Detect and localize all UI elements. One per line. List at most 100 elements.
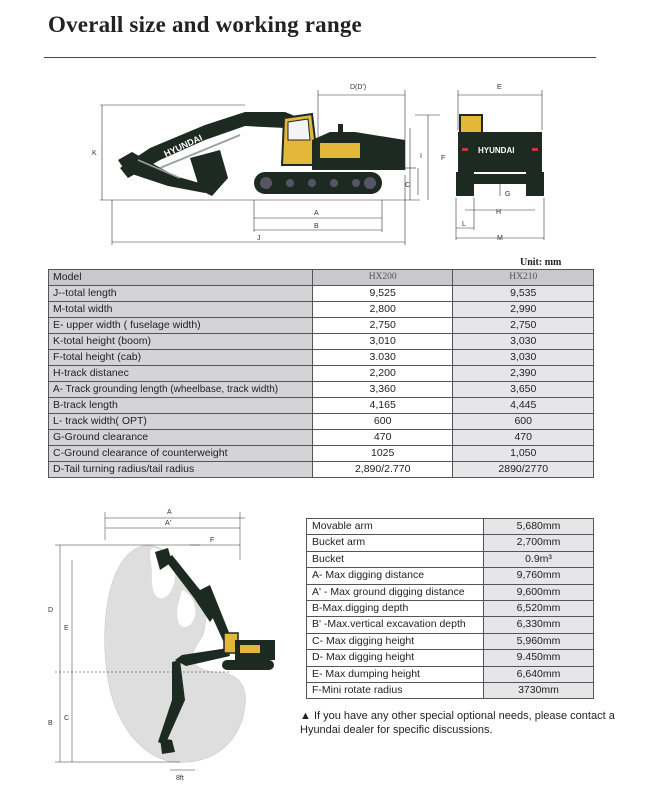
side-dimension-lines bbox=[100, 90, 440, 245]
spec-value-hx210: 600 bbox=[452, 413, 594, 430]
spec-value-hx210: 3,030 bbox=[452, 333, 594, 350]
arm-shape bbox=[118, 152, 210, 193]
spec-label: K-total height (boom) bbox=[48, 333, 313, 350]
label-k: K bbox=[92, 150, 97, 157]
side-view-excavator: HYUNDAI bbox=[118, 112, 405, 196]
spec-value-hx200: 2,750 bbox=[311, 317, 454, 334]
spec-label: E- upper width ( fuselage width) bbox=[48, 317, 313, 334]
spec-header-hx200: HX200 bbox=[311, 269, 454, 286]
work-label: D- Max digging height bbox=[306, 649, 484, 667]
spec-label: J--total length bbox=[48, 285, 313, 302]
range-label-8ft: 8ft bbox=[176, 775, 184, 782]
spec-value-hx210: 3,030 bbox=[452, 349, 594, 366]
overall-size-diagram: HYUNDAI D(D') K I F C A B J HYUNDAI bbox=[92, 84, 545, 245]
label-m: M bbox=[497, 235, 503, 242]
spec-value-hx210: 2,990 bbox=[452, 301, 594, 318]
inner-clearance-2 bbox=[177, 590, 196, 628]
work-value: 0.9m³ bbox=[483, 550, 594, 569]
working-range-diagram: A A' F D E B C 8ft bbox=[48, 509, 275, 782]
label-b: B bbox=[314, 223, 319, 230]
spec-value-hx200: 3,010 bbox=[311, 333, 454, 350]
label-h: H bbox=[496, 209, 501, 216]
spec-value-hx210: 2890/2770 bbox=[452, 461, 594, 478]
work-value: 3730mm bbox=[483, 682, 594, 700]
rear-undercarriage bbox=[474, 174, 526, 184]
range-label-e: E bbox=[64, 625, 69, 632]
work-label: Movable arm bbox=[306, 517, 484, 536]
work-value: 6,520mm bbox=[483, 600, 594, 618]
work-value: 9,760mm bbox=[483, 567, 594, 585]
spec-header-hx210: HX210 bbox=[452, 269, 594, 286]
work-value: 6,640mm bbox=[483, 665, 594, 684]
unit-label: Unit: mm bbox=[520, 257, 562, 268]
spec-value-hx200: 9,525 bbox=[311, 285, 454, 302]
boom-cylinder bbox=[159, 134, 241, 169]
work-label: E- Max dumping height bbox=[306, 665, 484, 684]
work-value: 5,960mm bbox=[483, 632, 594, 651]
rear-track-right bbox=[526, 172, 544, 196]
rear-brand-text: HYUNDAI bbox=[478, 146, 514, 155]
table-row: A- Track grounding length (wheelbase, tr… bbox=[48, 381, 594, 398]
rear-dimension-lines bbox=[455, 90, 545, 240]
rear-view-excavator: HYUNDAI bbox=[456, 114, 544, 196]
spec-value-hx200: 4,165 bbox=[311, 397, 454, 414]
label-a: A bbox=[314, 210, 319, 217]
spec-label: D-Tail turning radius/tail radius bbox=[48, 461, 313, 478]
label-g: G bbox=[505, 191, 510, 198]
label-l: L bbox=[462, 221, 466, 228]
rear-light-right bbox=[532, 148, 538, 151]
work-value: 2,700mm bbox=[483, 534, 594, 552]
spec-label: F-total height (cab) bbox=[48, 349, 313, 366]
rear-body bbox=[458, 132, 542, 172]
spec-value-hx200: 2,800 bbox=[311, 301, 454, 318]
range-label-b: B bbox=[48, 720, 53, 727]
spec-label: L- track width( OPT) bbox=[48, 413, 313, 430]
title-divider bbox=[44, 57, 596, 58]
work-label: C- Max digging height bbox=[306, 632, 484, 651]
range-label-f: F bbox=[210, 537, 214, 544]
rear-track-left bbox=[456, 172, 474, 196]
label-c: C bbox=[405, 182, 410, 189]
spec-label: B-track length bbox=[48, 397, 313, 414]
spec-value-hx200: 470 bbox=[311, 429, 454, 446]
rear-light-left bbox=[462, 148, 468, 151]
spec-header-label: Model bbox=[48, 269, 313, 286]
spec-header-row: Model HX200 HX210 bbox=[48, 269, 594, 286]
spec-value-hx200: 3,360 bbox=[311, 381, 454, 398]
spec-value-hx210: 4,445 bbox=[452, 397, 594, 414]
label-j: J bbox=[257, 235, 261, 242]
spec-value-hx210: 2,390 bbox=[452, 365, 594, 382]
work-label: A- Max digging distance bbox=[306, 567, 484, 585]
cab-window bbox=[287, 118, 311, 141]
spec-value-hx200: 2,890/2.770 bbox=[311, 461, 454, 478]
range-label-a-prime: A' bbox=[165, 520, 171, 527]
spec-value-hx210: 470 bbox=[452, 429, 594, 446]
arm-cylinder bbox=[137, 159, 181, 179]
spec-label: G-Ground clearance bbox=[48, 429, 313, 446]
label-dd: D(D') bbox=[350, 84, 366, 91]
label-i: I bbox=[420, 153, 422, 160]
work-label: A' - Max ground digging distance bbox=[306, 583, 484, 602]
spec-value-hx210: 1,050 bbox=[452, 445, 594, 462]
spec-value-hx210: 9,535 bbox=[452, 285, 594, 302]
range-label-c: C bbox=[64, 715, 69, 722]
bucket-shape bbox=[190, 150, 228, 196]
range-label-a: A bbox=[167, 509, 172, 516]
work-label: B' -Max.vertical excavation depth bbox=[306, 616, 484, 634]
spec-label: H-track distanec bbox=[48, 365, 313, 382]
spec-value-hx200: 1025 bbox=[311, 445, 454, 462]
side-track bbox=[254, 172, 382, 194]
